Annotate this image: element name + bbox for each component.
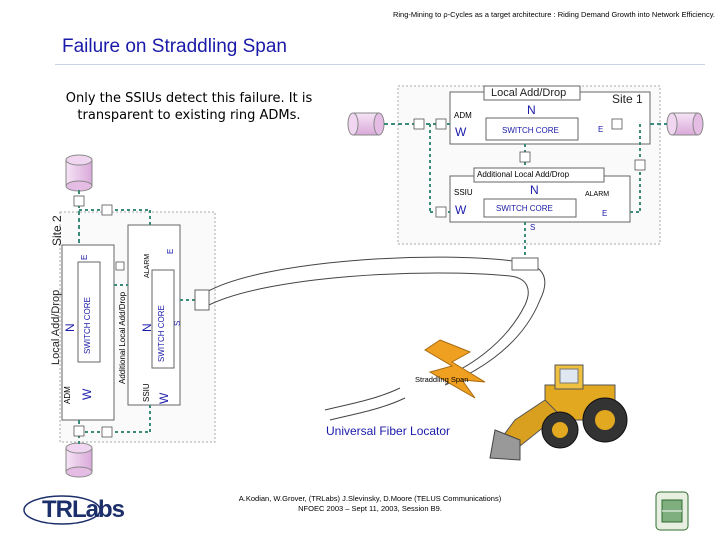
site1-adm-e: E bbox=[598, 125, 604, 134]
site2-adm-label: ADM bbox=[63, 386, 72, 404]
site1-ssiu-alarm: ALARM bbox=[585, 191, 610, 198]
site2-adm-title: Local Add/Drop bbox=[50, 289, 62, 365]
site1-ssiu-e: E bbox=[602, 209, 608, 218]
site2-ssiu-n: N bbox=[140, 323, 154, 332]
footer-line-1: A.Kodian, W.Grover, (TRLabs) J.Slevinsky… bbox=[238, 494, 502, 503]
site2-ssiu-alarm: ALARM bbox=[144, 253, 151, 278]
site2-ssiu-core: SWITCH CORE bbox=[157, 305, 166, 362]
site2-adm-w: W bbox=[80, 388, 94, 400]
site2-label: Site 2 bbox=[50, 215, 64, 246]
site1-adm-n: N bbox=[527, 103, 536, 117]
site2-adm-e: E bbox=[80, 254, 89, 260]
footer-line-2: NFOEC 2003 – Sept 11, 2003, Session B9. bbox=[298, 504, 442, 513]
excavator-illustration bbox=[489, 364, 628, 461]
site1-label: Site 1 bbox=[612, 92, 643, 106]
site1-left-cylinder bbox=[347, 112, 385, 136]
footer-citation: A.Kodian, W.Grover, (TRLabs) J.Slevinsky… bbox=[180, 494, 560, 514]
site2-adm-n: N bbox=[63, 323, 77, 332]
site1-ssiu-core: SWITCH CORE bbox=[496, 204, 553, 213]
failure-note: Only the SSIUs detect this failure. It i… bbox=[65, 91, 313, 123]
site1-ssiu-label: SSIU bbox=[454, 188, 473, 197]
site2-top-cylinder bbox=[65, 154, 93, 192]
site1-ssiu-switch-core bbox=[483, 198, 577, 218]
site2-ssiu-e: E bbox=[166, 248, 175, 254]
site2-ssiu-s: S bbox=[173, 320, 182, 326]
site2-bottom-cylinder bbox=[65, 442, 93, 478]
site2-ssiu-switch-core bbox=[151, 269, 175, 369]
site1-adm-w: W bbox=[455, 125, 467, 139]
site1-adm-core: SWITCH CORE bbox=[502, 126, 559, 135]
site2-ssiu-label: SSIU bbox=[142, 383, 151, 402]
trlabs-logo-mark bbox=[23, 495, 101, 525]
title-divider bbox=[55, 64, 705, 65]
trlabs-logo: TRLabs bbox=[42, 496, 125, 523]
lightning-bolt bbox=[424, 339, 486, 399]
site1-ssiu-n: N bbox=[530, 183, 539, 197]
site1-adm-title: Local Add/Drop bbox=[491, 87, 567, 99]
site1-ssiu-s: S bbox=[530, 223, 536, 232]
site2-ssiu-w: W bbox=[157, 392, 171, 404]
site2-ssiu-title: Additional Local Add/Drop bbox=[118, 291, 127, 384]
site1-adm-switch-core bbox=[485, 117, 579, 141]
site2-adm-switch-core bbox=[77, 261, 101, 363]
slide-title: Failure on Straddling Span bbox=[62, 36, 287, 57]
site1-ssiu-title: Additional Local Add/Drop bbox=[477, 170, 570, 179]
universal-fiber-locator-label: Universal Fiber Locator bbox=[326, 424, 451, 438]
crest-logo bbox=[655, 491, 689, 531]
straddling-span-label: Straddling Span bbox=[415, 375, 469, 384]
slide-header: Ring-Mining to ρ-Cycles as a target arch… bbox=[392, 10, 715, 19]
site1-ssiu-w: W bbox=[455, 203, 467, 217]
site1-right-cylinder bbox=[666, 112, 704, 136]
site2-adm-core: SWITCH CORE bbox=[83, 297, 92, 354]
site1-adm-label: ADM bbox=[454, 111, 472, 120]
